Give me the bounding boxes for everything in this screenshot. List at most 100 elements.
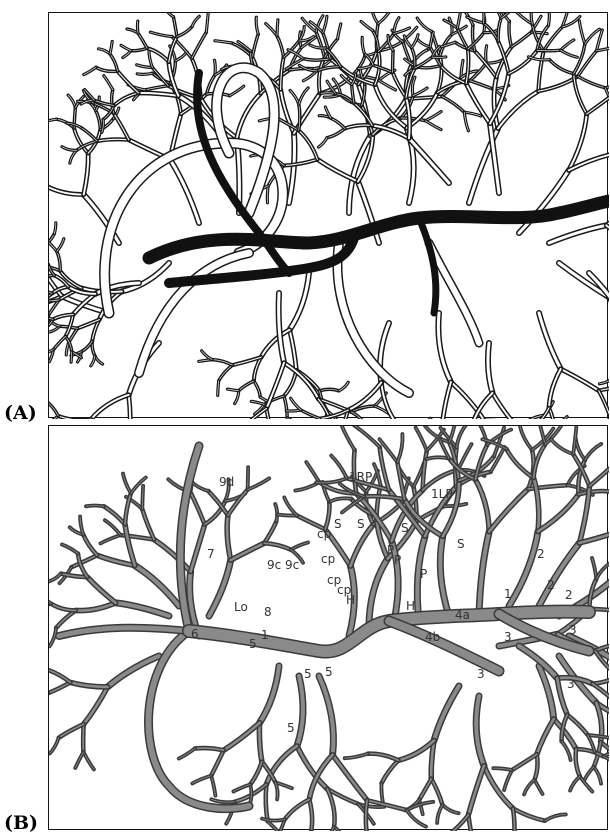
vessel-a-branch: [254, 381, 260, 397]
vessel-b-branch: [331, 456, 347, 479]
vessel-b-branch: [570, 776, 580, 790]
vessel-b-branch-lumen: [59, 724, 84, 738]
vessel-b-branch-lumen: [489, 489, 528, 531]
vessel-b-branch: [284, 497, 297, 515]
vessel-a-branch: [430, 418, 438, 419]
vessel-b-branch-lumen: [468, 766, 484, 815]
vessel-label: 1: [504, 587, 512, 601]
vessel-label: 5: [249, 637, 257, 651]
vessel-label: cp: [317, 527, 331, 541]
vessel-a-branch: [290, 273, 309, 330]
vessel-b-branch-lumen: [233, 784, 250, 791]
vessel-a-branch: [277, 36, 284, 58]
vessel-b-branch-lumen: [537, 719, 554, 754]
vessel-b-branch: [506, 449, 533, 478]
vessel-a-branch: [212, 360, 233, 366]
vessel-a-branch: [96, 111, 101, 130]
vessel-a-branch-lumen: [442, 382, 451, 419]
vessel-a-branch: [299, 88, 308, 104]
vessel-label: 3: [569, 623, 577, 637]
vessel-label: 9d: [219, 475, 234, 489]
vessel-label: 2: [537, 547, 545, 561]
panel-a-label: (A): [4, 402, 37, 424]
vessel-b-branch-lumen: [49, 669, 70, 682]
vessel-a-branch: [608, 416, 609, 419]
vessel-a-branch: [70, 150, 77, 163]
vessel-a-branch: [331, 118, 345, 128]
vessel-a-branch: [587, 91, 609, 114]
vessel-b-branch-lumen: [264, 522, 276, 544]
vessel-a-branch: [442, 96, 464, 112]
vessel-label: S: [401, 521, 409, 535]
vessel-b-branch: [50, 628, 57, 646]
vessel-a-branch: [290, 90, 299, 104]
vessel-a-branch: [578, 76, 606, 87]
vessel-b-branch: [437, 805, 442, 823]
vessel-a-branch: [352, 56, 365, 76]
vessel-a-branch: [68, 95, 75, 108]
vessel-label: 2: [565, 588, 573, 602]
vessel-b-branch: [594, 767, 601, 784]
vessel-b-branch-lumen: [231, 543, 265, 560]
vessel-a-branch-lumen: [425, 121, 441, 130]
vessel-b-branch: [551, 439, 573, 454]
vessel-b-branch-lumen: [190, 492, 204, 524]
vessel-label: cp: [321, 552, 335, 566]
vessel-a-branch: [81, 127, 97, 141]
vessel-a-branch-lumen: [118, 71, 139, 93]
vessel-label: S: [334, 517, 342, 531]
vessel-b-branch-lumen: [224, 723, 260, 750]
loop-a-lower-lumen: [139, 253, 249, 373]
loop-a-lower: [139, 253, 249, 373]
vessel-a-branch: [561, 50, 578, 57]
vessel-b-branch-lumen: [535, 780, 543, 794]
vessel-b-branch-lumen: [83, 752, 94, 770]
vessel-b-branch-lumen: [248, 467, 249, 489]
vessel-b-branch: [520, 426, 532, 450]
vessel-label: P: [394, 553, 401, 567]
vessel-b-branch-lumen: [142, 509, 154, 539]
vessel-label: 8: [264, 605, 272, 619]
vessel-a-branch: [509, 50, 537, 73]
vessel-a-branch: [110, 54, 118, 71]
vessel-a-branch-lumen: [192, 32, 207, 58]
vessel-b-branch-lumen: [191, 525, 205, 572]
vessel-b-branch-lumen: [419, 779, 431, 800]
vessel-a-branch: [57, 239, 64, 252]
vessel-a-branch: [468, 33, 484, 50]
vessel-label: 5: [325, 665, 333, 679]
vessel-label: 1: [261, 628, 269, 642]
vessel-label: 4b: [425, 630, 440, 644]
vessel-b-branch-lumen: [228, 490, 248, 516]
vessel-label: 5: [287, 721, 295, 735]
vessel-b-branch-lumen: [84, 687, 108, 724]
vessel-label: 9c: [267, 558, 281, 572]
vessel-a-branch: [261, 330, 289, 357]
vessel-b-branch: [545, 814, 566, 820]
vessel-b-branch: [50, 738, 59, 754]
vessel-b-branch-lumen: [458, 444, 471, 470]
vessel-a-branch-lumen: [512, 32, 532, 47]
vessel-a-branch: [549, 369, 561, 408]
vessel-a-branch: [284, 396, 287, 418]
vessel-b-branch: [475, 480, 489, 532]
vessel-a-branch-lumen: [596, 30, 602, 51]
vessel-a-branch: [417, 18, 432, 32]
vessel-label: S: [457, 537, 465, 551]
vessel-b-branch-lumen: [539, 543, 580, 606]
vessel-a-branch-lumen: [138, 33, 147, 48]
vessel-a-branch: [609, 297, 610, 334]
vessel-b-branch-lumen: [211, 750, 224, 776]
vessel-b-branch: [585, 444, 601, 460]
vessel-a-branch-lumen: [561, 369, 599, 391]
vessel-a-branch: [192, 16, 199, 26]
vessel-b-branch-lumen: [87, 577, 115, 603]
vessel-a-branch: [202, 351, 212, 360]
vessel-a-branch: [239, 381, 254, 391]
vessel-a-branch: [91, 356, 95, 366]
vessel-a-branch-lumen: [54, 336, 66, 349]
vessel-label: 1LP: [431, 487, 453, 501]
vessel-b-branch-lumen: [306, 462, 319, 482]
